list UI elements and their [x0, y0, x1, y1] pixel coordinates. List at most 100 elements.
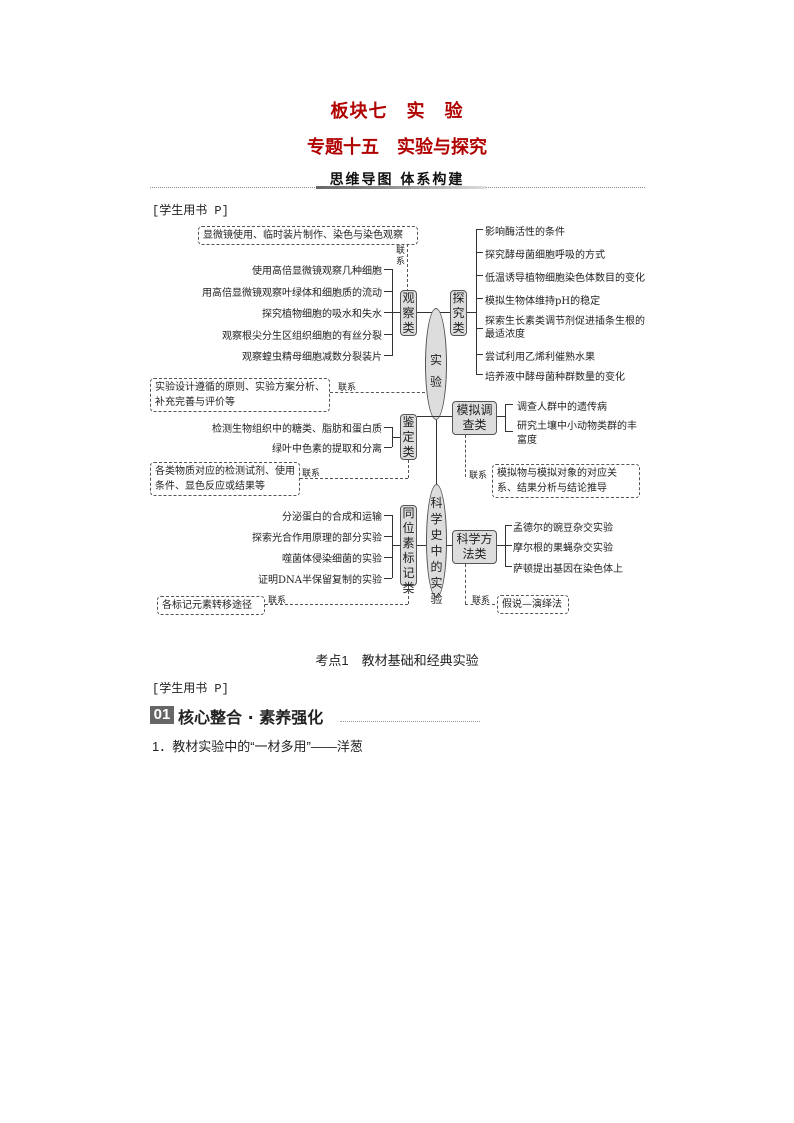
observe-item: 观察蝗虫精母细胞减数分裂装片	[242, 352, 382, 363]
method-link-line	[465, 564, 466, 604]
connector	[467, 312, 476, 313]
explore-bracket	[476, 229, 477, 375]
connector	[476, 229, 483, 230]
student-book-ref: [学生用书 P]	[152, 204, 229, 218]
connector	[436, 416, 452, 417]
connector	[417, 545, 426, 546]
connector	[497, 416, 505, 417]
isotope-item: 噬菌体侵染细菌的实验	[282, 554, 382, 565]
section-badge-title: 核心整合 · 素养强化	[178, 708, 324, 727]
connector	[384, 536, 392, 537]
observe-item: 探究植物细胞的吸水和失水	[262, 309, 382, 320]
connector	[476, 275, 483, 276]
identify-item: 检测生物组织中的糖类、脂肪和蛋白质	[212, 424, 382, 435]
connector	[476, 252, 483, 253]
design-link-line	[330, 392, 425, 393]
connector	[384, 427, 392, 428]
section-title: 考点1 教材基础和经典实验	[315, 653, 479, 668]
connector	[392, 312, 400, 313]
connector	[505, 525, 512, 526]
isotope-note: 各标记元素转移途径	[157, 596, 265, 615]
block-title: 板块七 实 验	[330, 101, 464, 122]
observe-note: 显微镜使用、临时装片制作、染色与染色观察	[198, 226, 418, 245]
connector	[384, 515, 392, 516]
topic-title: 专题十五 实验与探究	[307, 137, 487, 158]
method-item: 摩尔根的果蝇杂交实验	[513, 543, 613, 554]
section-banner: 思维导图 体系构建	[329, 172, 465, 188]
identify-link-line	[300, 478, 408, 479]
explore-category-box: 探究类	[450, 290, 467, 336]
section-badge-rule	[340, 721, 480, 722]
isotope-item: 分泌蛋白的合成和运输	[282, 512, 382, 523]
connector	[384, 557, 392, 558]
identify-link-line	[408, 460, 409, 478]
method-lianxi: 联系	[472, 596, 491, 606]
simulate-bracket	[505, 404, 506, 431]
content-item-1: 1．教材实验中的“一材多用”——洋葱	[152, 739, 363, 754]
observe-category-box: 观察类	[400, 290, 417, 336]
simulate-item: 调查人群中的遗传病	[517, 402, 607, 413]
simulate-category-box: 模拟调查类	[452, 401, 497, 435]
explore-item: 模拟生物体维持pH的稳定	[485, 296, 601, 307]
center-node-history: 科学史中的实验	[426, 484, 447, 606]
banner-underline	[316, 186, 486, 189]
connector	[497, 545, 505, 546]
simulate-lianxi: 联系	[469, 471, 488, 481]
method-category-box: 科学方法类	[452, 530, 497, 564]
method-link-line	[465, 604, 495, 605]
connector	[384, 355, 392, 356]
isotope-lianxi: 联系	[268, 596, 287, 606]
explore-item: 尝试利用乙烯利催熟水果	[485, 352, 595, 363]
connector	[384, 269, 392, 270]
student-book-ref-2: [学生用书 P]	[152, 682, 229, 696]
connector	[384, 578, 392, 579]
observe-lianxi: 联系	[396, 246, 406, 267]
connector	[384, 291, 392, 292]
explore-item: 低温诱导植物细胞染色体数目的变化	[485, 273, 645, 284]
isotope-item: 证明DNA半保留复制的实验	[258, 575, 382, 586]
explore-item: 探索生长素类调节剂促进插条生根的最适浓度	[485, 316, 645, 340]
method-note: 假说—演绎法	[497, 595, 569, 614]
identify-category-box: 鉴定类	[400, 414, 417, 460]
connector	[476, 298, 483, 299]
method-item: 萨顿提出基因在染色体上	[513, 564, 623, 575]
observe-item: 用高倍显微镜观察叶绿体和细胞质的流动	[202, 288, 382, 299]
explore-item: 影响酶活性的条件	[485, 227, 565, 238]
connector	[392, 545, 400, 546]
identify-lianxi: 联系	[302, 469, 321, 479]
observe-link-line	[407, 244, 408, 292]
connector	[505, 566, 512, 567]
isotope-category-box: 同位素标记类	[400, 505, 417, 595]
simulate-note: 模拟物与模拟对象的对应关系、结果分析与结论推导	[492, 464, 640, 498]
observe-item: 使用高倍显微镜观察几种细胞	[252, 266, 382, 277]
section-badge-number: 01	[150, 706, 174, 724]
isotope-bracket	[392, 515, 393, 578]
design-note: 实验设计遵循的原则、实验方案分析、补充完善与评价等	[150, 378, 330, 412]
identify-note: 各类物质对应的检测试剂、使用条件、显色反应或结果等	[150, 462, 300, 496]
isotope-link-line	[265, 604, 408, 605]
explore-item: 培养液中酵母菌种群数量的变化	[485, 372, 625, 383]
isotope-item: 探索光合作用原理的部分实验	[252, 533, 382, 544]
connector	[505, 431, 513, 432]
observe-item: 观察根尖分生区组织细胞的有丝分裂	[222, 331, 382, 342]
explore-item: 探究酵母菌细胞呼吸的方式	[485, 250, 605, 261]
connector	[476, 328, 483, 329]
connector	[505, 404, 513, 405]
identify-item: 绿叶中色素的提取和分离	[272, 444, 382, 455]
connector	[417, 416, 436, 417]
connector	[476, 354, 483, 355]
connector	[476, 374, 483, 375]
simulate-item: 研究土壤中小动物类群的丰富度	[517, 421, 637, 446]
simulate-link-line	[465, 435, 466, 477]
connector	[384, 334, 392, 335]
connector	[446, 545, 452, 546]
design-lianxi: 联系	[338, 383, 357, 393]
spine	[436, 420, 437, 484]
connector	[384, 447, 392, 448]
connector	[384, 312, 392, 313]
isotope-link-line	[408, 586, 409, 604]
center-node-experiment: 实验	[425, 308, 447, 420]
connector	[505, 545, 512, 546]
method-item: 孟德尔的豌豆杂交实验	[513, 523, 613, 534]
connector	[392, 437, 400, 438]
